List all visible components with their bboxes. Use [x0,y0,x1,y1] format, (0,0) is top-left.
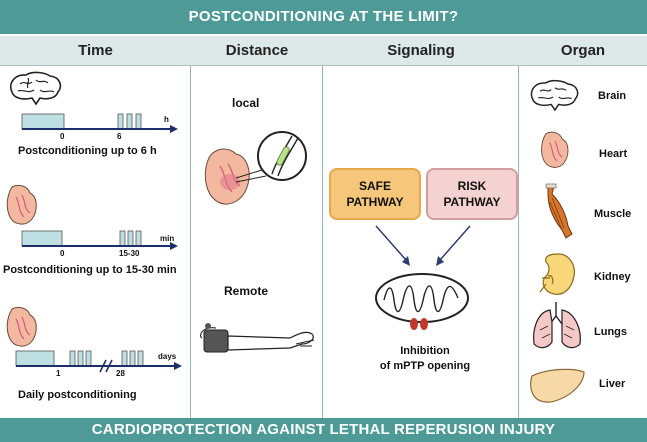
diagram-footer: CARDIOPROTECTION AGAINST LETHAL REPERUSI… [0,418,647,442]
time-unit-label: min [160,234,175,243]
mitochondrion-illustration [375,273,469,330]
axis-break [105,359,113,373]
organ-label-liver: Liver [599,378,626,390]
pressure-cuff [203,329,229,353]
column-header-distance: Distance [225,42,289,59]
brain-icon [530,79,579,112]
organ-label-heart: Heart [599,148,628,160]
postconditioning-pulse [135,113,142,130]
mptp-inhibition-label: Inhibition of mPTP opening [379,345,471,372]
ischemia-block [21,113,65,130]
time-unit-label: days [158,352,177,361]
lungs-icon [533,302,581,349]
heart-icon [541,131,569,168]
pathway-arrows [375,225,471,266]
time-caption: Postconditioning up to 6 h [18,145,157,157]
column-header-signaling: Signaling [387,42,455,59]
time-tick-label: 0 [60,132,65,141]
time-tick-label: 28 [116,369,125,378]
risk-pathway-box: RISK PATHWAY [426,168,518,220]
time-tick-label: 6 [117,132,122,141]
column-header-row: Time Distance Signaling Organ [0,34,647,66]
postconditioning-pulse [137,350,144,367]
postconditioning-pulse [135,230,142,247]
timeline-row-2 [21,230,178,250]
axis-arrowhead [170,242,178,250]
safe-pathway-box: SAFE PATHWAY [329,168,421,220]
time-tick-label: 15-30 [119,249,140,258]
postconditioning-pulse [69,350,76,367]
axis-arrowhead [170,125,178,133]
kidney-icon [539,253,575,295]
local-label: local [232,96,260,110]
postconditioning-pulse [126,113,133,130]
ischemia-block [21,230,63,247]
postconditioning-pulse [85,350,92,367]
postconditioning-pulse [117,113,124,130]
organ-label-brain: Brain [598,90,627,102]
postconditioning-pulse [129,350,136,367]
liver-icon [530,368,585,403]
postconditioning-pulse [127,230,134,247]
time-unit-label: h [164,115,169,124]
organ-label-muscle: Muscle [594,208,632,220]
remote-arm-cuff-illustration [199,323,315,353]
time-caption: Postconditioning up to 15-30 min [3,264,177,276]
postconditioning-pulse [77,350,84,367]
diagram-title: POSTCONDITIONING AT THE LIMIT? [0,0,647,34]
brain-icon [10,71,62,106]
heart-icon [6,306,37,347]
timeline-row-1 [21,113,178,133]
column-header-organ: Organ [560,42,606,59]
organ-label-kidney: Kidney [594,271,631,283]
ischemia-block [15,350,55,367]
time-caption: Daily postconditioning [18,389,137,401]
time-tick-label: 1 [56,369,61,378]
mptp-pore [410,318,418,330]
column-header-time: Time [78,42,113,59]
timeline-row-3 [15,350,182,373]
postconditioning-pulse [119,230,126,247]
local-heart-catheter-illustration [204,131,307,205]
heart-icon [6,184,37,225]
time-tick-label: 0 [60,249,65,258]
distance-column [191,66,323,418]
organ-label-lungs: Lungs [594,326,627,338]
muscle-icon [545,183,573,239]
mptp-pore [420,318,428,330]
axis-arrowhead [174,362,182,370]
signaling-column [323,66,519,418]
axis-break [99,359,107,373]
organ-column [519,66,647,418]
postconditioning-pulse [121,350,128,367]
remote-label: Remote [224,284,269,298]
